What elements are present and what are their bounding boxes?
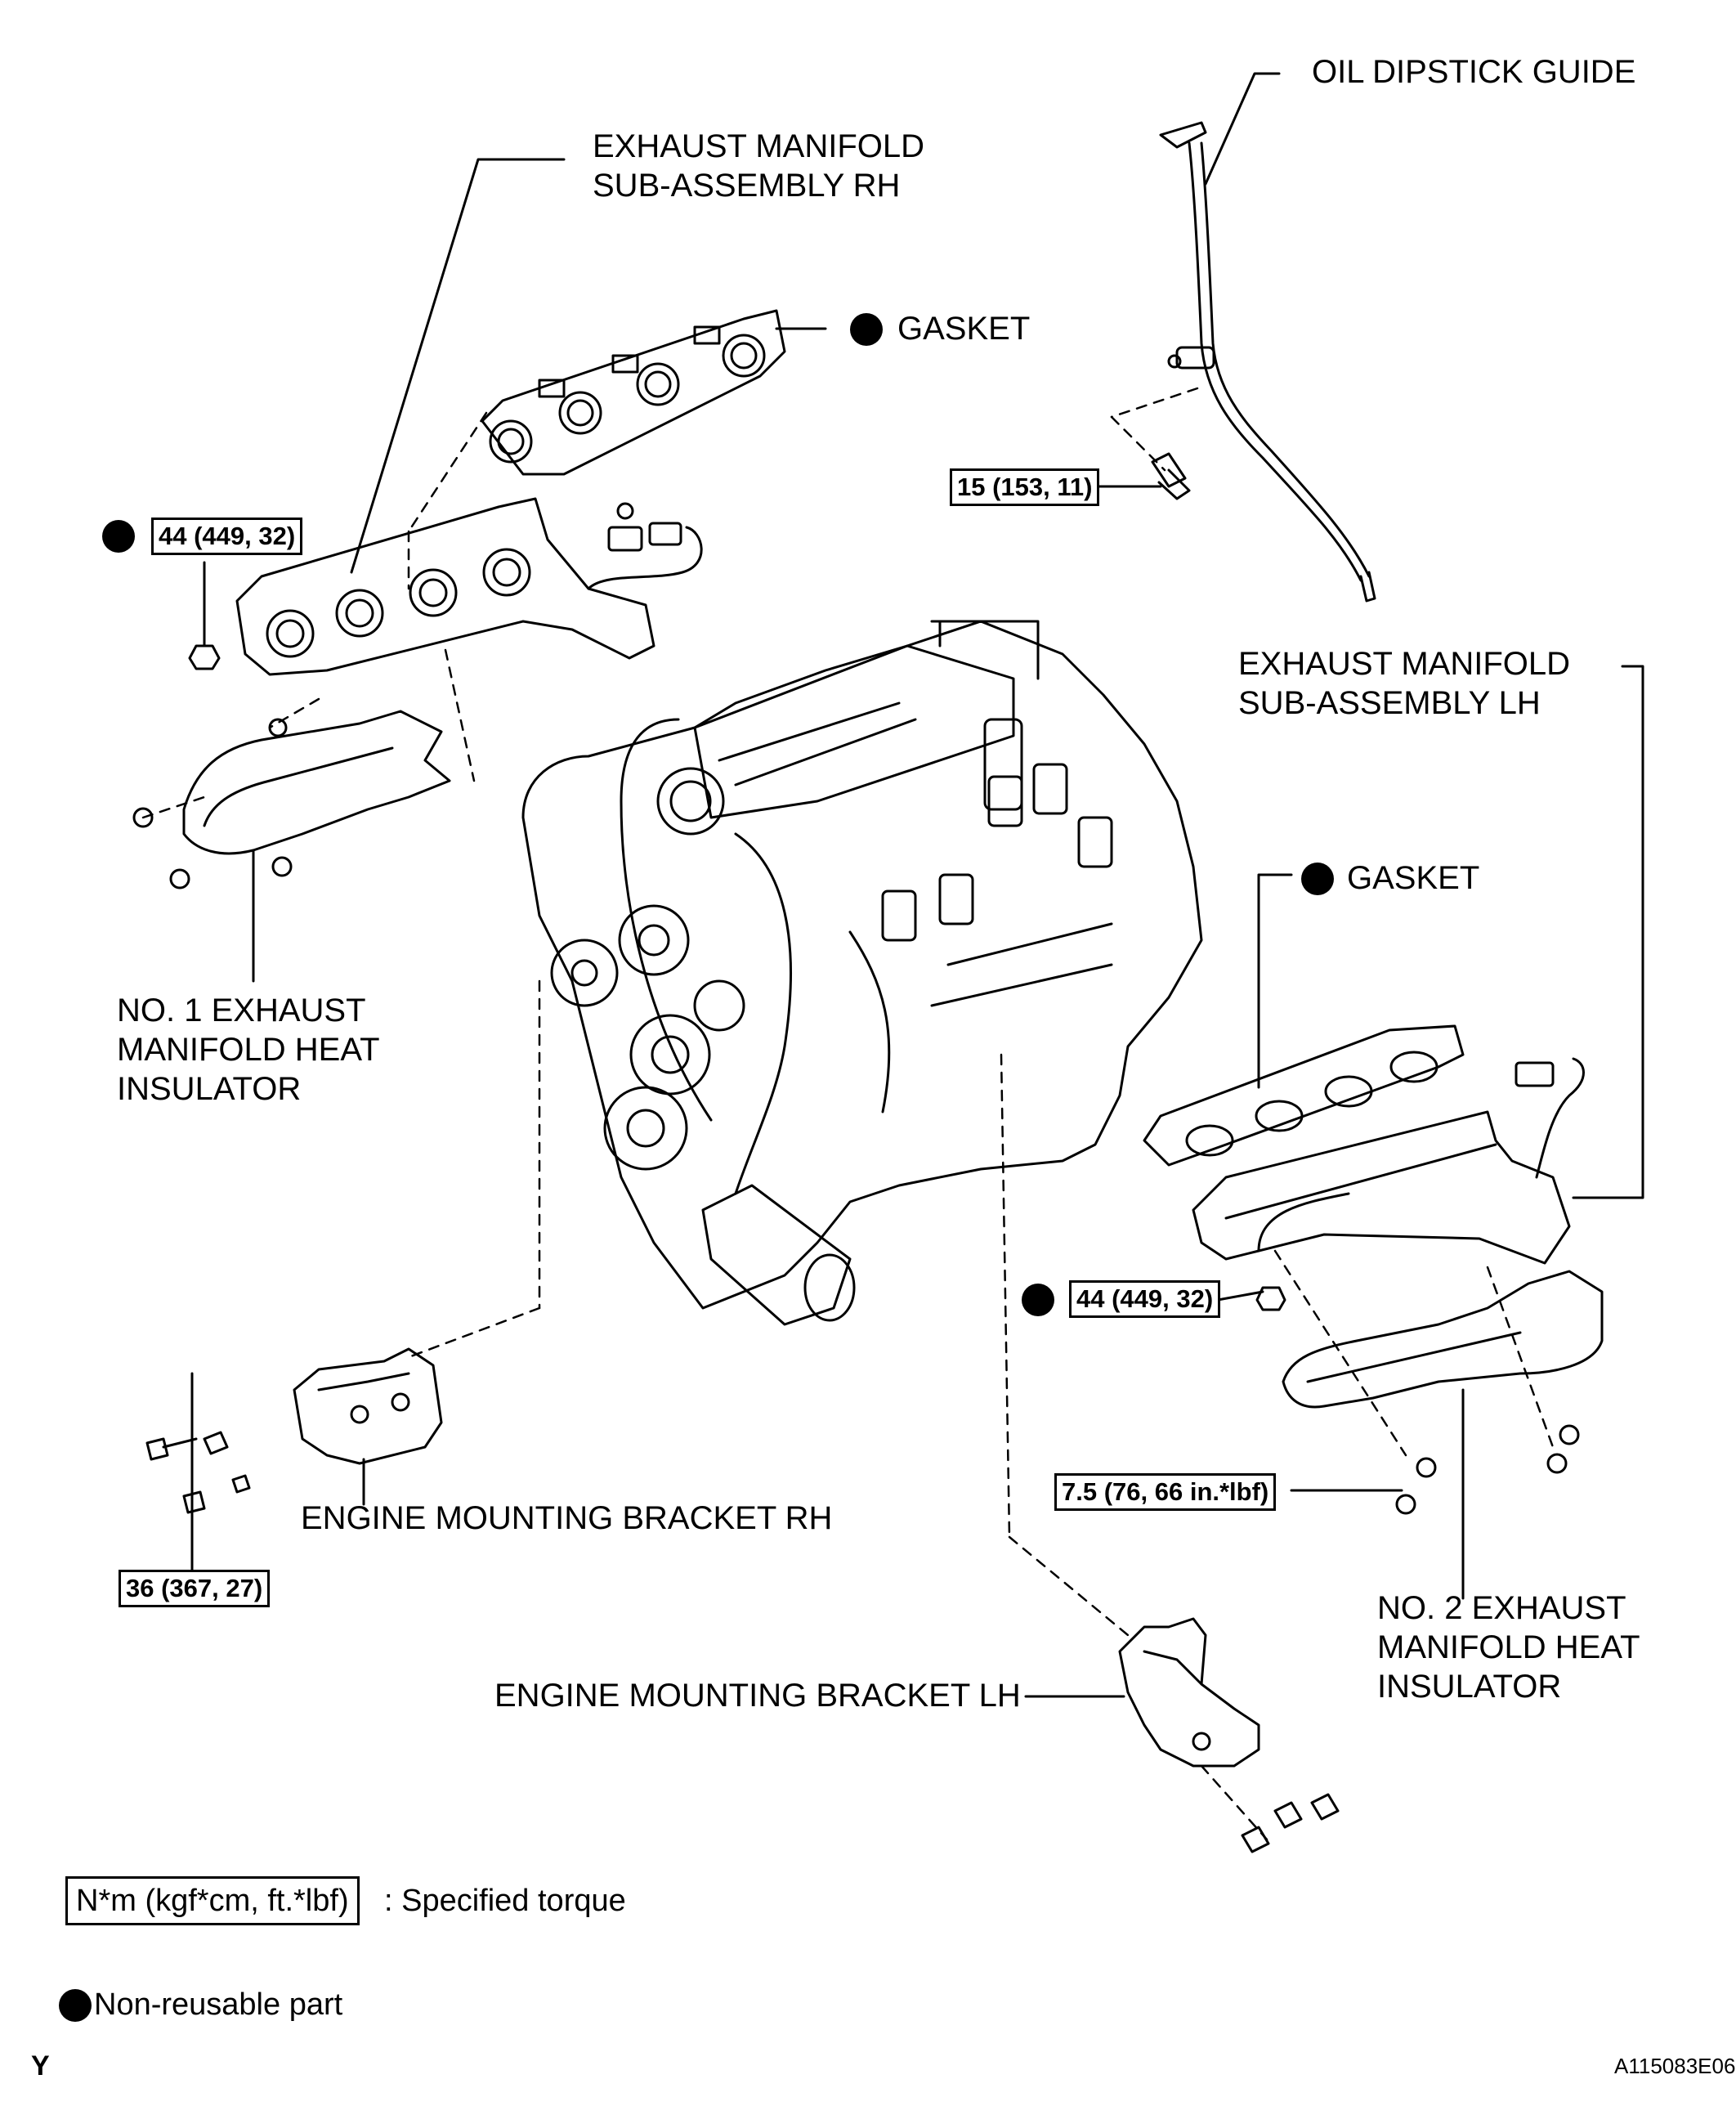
label-exhaust-manifold-rh-line2: SUB-ASSEMBLY RH bbox=[593, 168, 901, 204]
legend-torque-desc: : Specified torque bbox=[384, 1884, 626, 1918]
label-heat-insulator-2-line3: INSULATOR bbox=[1377, 1669, 1562, 1705]
label-heat-insulator-2-line1: NO. 2 EXHAUST bbox=[1377, 1590, 1626, 1626]
mount-bracket-lh-drawing bbox=[1118, 1617, 1340, 1853]
legend-non-reusable-dot bbox=[59, 1989, 92, 2022]
label-mount-bracket-rh: ENGINE MOUNTING BRACKET RH bbox=[301, 1500, 833, 1536]
label-oil-dipstick-guide: OIL DIPSTICK GUIDE bbox=[1312, 54, 1636, 90]
gasket-lh-drawing bbox=[1143, 1024, 1465, 1167]
engine-drawing bbox=[521, 620, 1203, 1326]
legend-torque-unit-box: N*m (kgf*cm, ft.*lbf) bbox=[65, 1876, 360, 1925]
label-exhaust-manifold-lh-line1: EXHAUST MANIFOLD bbox=[1238, 646, 1570, 682]
non-reusable-dot-gasket-rh bbox=[850, 313, 883, 346]
rh-nut-drawing bbox=[188, 644, 221, 670]
oil-dipstick-guide-drawing bbox=[1159, 121, 1376, 603]
exhaust-manifold-lh-drawing bbox=[1192, 1057, 1585, 1311]
label-heat-insulator-1-line1: NO. 1 EXHAUST bbox=[117, 993, 366, 1028]
non-reusable-dot-nut-rh bbox=[102, 520, 135, 553]
dashed-lines bbox=[141, 387, 1555, 1841]
figure-id: A115083E06 bbox=[1614, 2054, 1736, 2078]
dipstick-bolt-drawing bbox=[1151, 452, 1191, 500]
torque-box-dipstick-bolt: 15 (153, 11) bbox=[950, 468, 1100, 506]
label-gasket-lh: GASKET bbox=[1347, 860, 1480, 896]
torque-box-rh-bracket-bolt: 36 (367, 27) bbox=[119, 1570, 271, 1607]
non-reusable-dot-gasket-lh bbox=[1301, 863, 1334, 895]
gasket-rh-drawing bbox=[481, 309, 786, 476]
label-exhaust-manifold-lh-line2: SUB-ASSEMBLY LH bbox=[1238, 685, 1541, 721]
label-heat-insulator-1-line3: INSULATOR bbox=[117, 1071, 302, 1107]
legend-non-reusable-text: Non-reusable part bbox=[94, 1987, 343, 2022]
label-gasket-rh: GASKET bbox=[897, 311, 1031, 347]
mount-bracket-rh-drawing bbox=[145, 1347, 443, 1514]
corner-mark: Y bbox=[31, 2050, 50, 2081]
label-heat-insulator-1-line2: MANIFOLD HEAT bbox=[117, 1032, 380, 1068]
torque-box-rh-nut: 44 (449, 32) bbox=[151, 518, 303, 555]
heat-insulator-1-drawing bbox=[132, 710, 451, 889]
label-exhaust-manifold-rh-line1: EXHAUST MANIFOLD bbox=[593, 128, 924, 164]
torque-box-lh-insulator-bolt: 7.5 (76, 66 in.*lbf) bbox=[1054, 1473, 1277, 1511]
leader-lines bbox=[190, 72, 1644, 1698]
exhaust-manifold-rh-drawing bbox=[235, 497, 703, 676]
label-mount-bracket-lh: ENGINE MOUNTING BRACKET LH bbox=[494, 1678, 1021, 1714]
label-heat-insulator-2-line2: MANIFOLD HEAT bbox=[1377, 1629, 1640, 1665]
torque-box-lh-nut: 44 (449, 32) bbox=[1069, 1280, 1221, 1318]
non-reusable-dot-nut-lh bbox=[1022, 1284, 1054, 1316]
heat-insulator-2-drawing bbox=[1282, 1270, 1604, 1515]
